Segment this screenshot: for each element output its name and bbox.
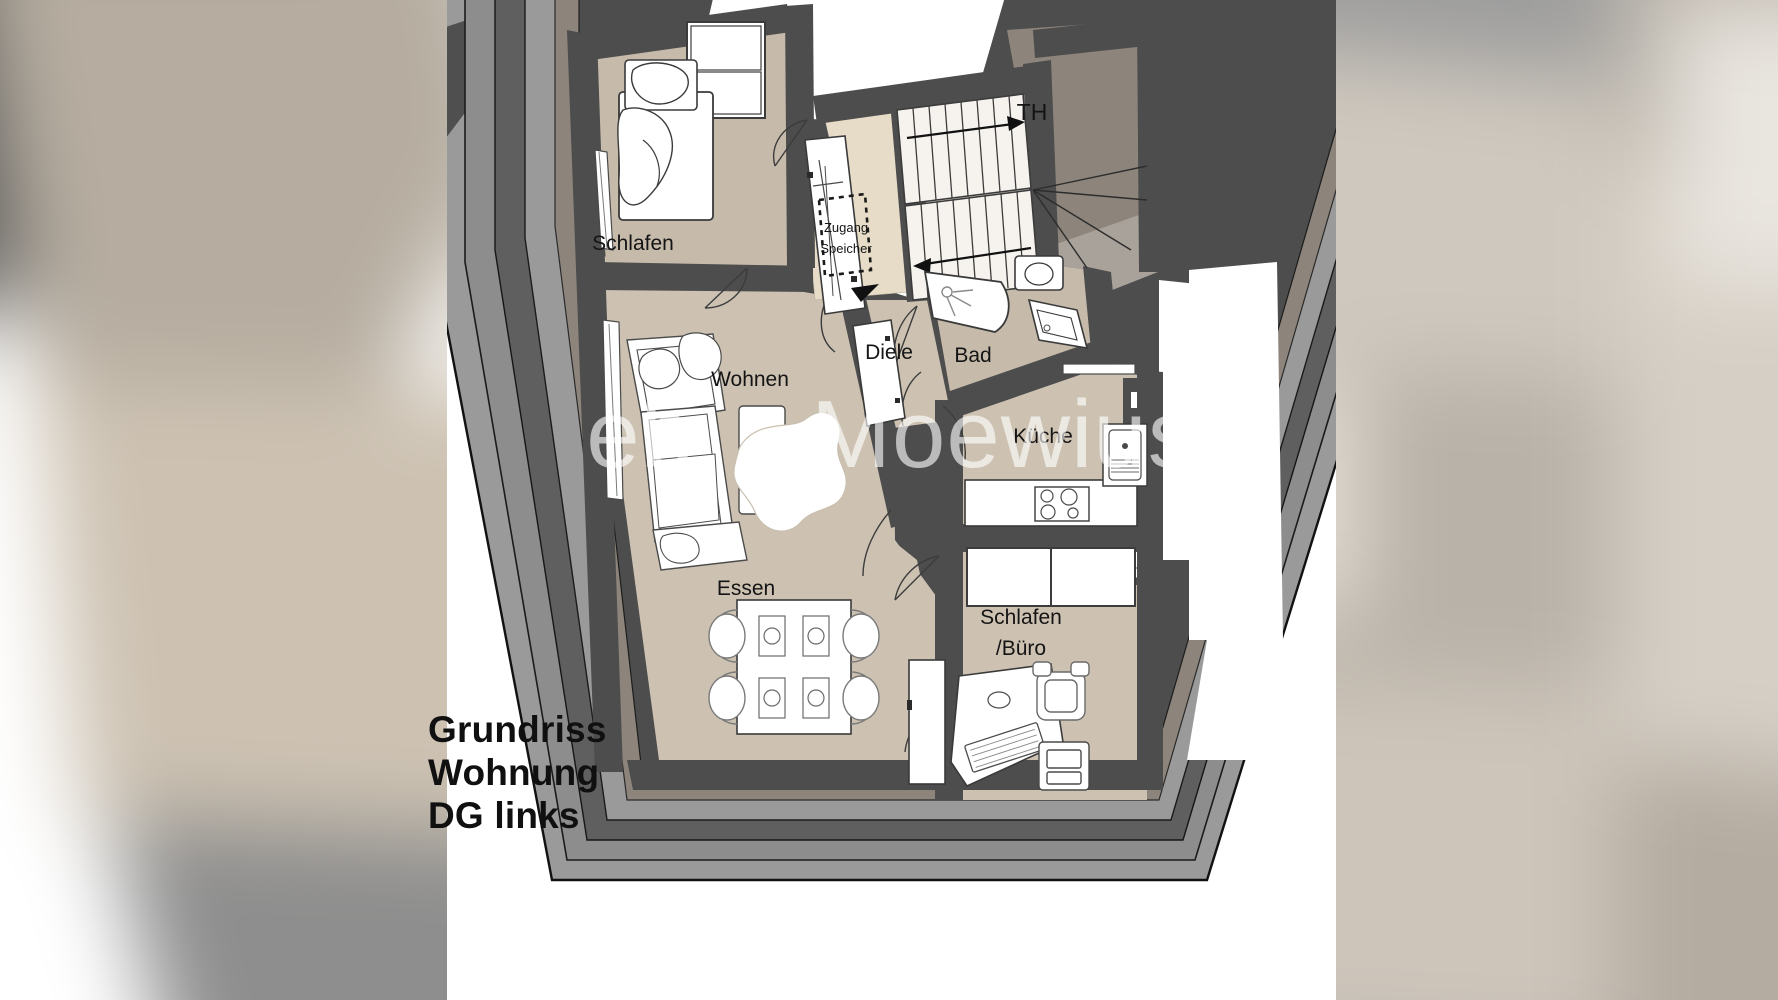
furniture-hallway — [804, 135, 906, 427]
label-bad: Bad — [954, 344, 991, 367]
label-schlafen-buero: Schlafen — [980, 606, 1062, 629]
furniture-bedroom — [617, 59, 714, 221]
doors — [704, 119, 966, 753]
furniture-kitchen — [964, 423, 1148, 527]
room-labels: Schlafen Wohnen Essen Diele Bad Küche Sc… — [592, 99, 1073, 660]
blurred-right-backdrop — [1336, 0, 1778, 1000]
label-diele: Diele — [865, 341, 913, 364]
blurred-left-backdrop — [0, 0, 447, 1000]
label-zugang-speicher-1: Zugang — [824, 220, 868, 235]
furniture-dining — [708, 599, 880, 735]
attic-access-marker — [817, 192, 879, 302]
furniture-living — [626, 332, 847, 571]
floor-plan-drawing: Schlafen Wohnen Essen Diele Bad Küche Sc… — [447, 0, 1336, 1000]
label-schlafen: Schlafen — [592, 232, 674, 255]
label-kueche: Küche — [1013, 425, 1073, 448]
label-treppenhaus: TH — [1017, 99, 1048, 125]
label-zugang-speicher-2: Speicher — [820, 241, 872, 256]
staircase — [896, 93, 1148, 301]
label-schlafen-buero-2: /Büro — [996, 637, 1046, 660]
label-essen: Essen — [717, 577, 775, 600]
windows — [594, 21, 1136, 607]
furniture-bathroom — [923, 255, 1089, 349]
furniture-office — [907, 659, 1090, 791]
label-wohnen: Wohnen — [711, 368, 789, 391]
